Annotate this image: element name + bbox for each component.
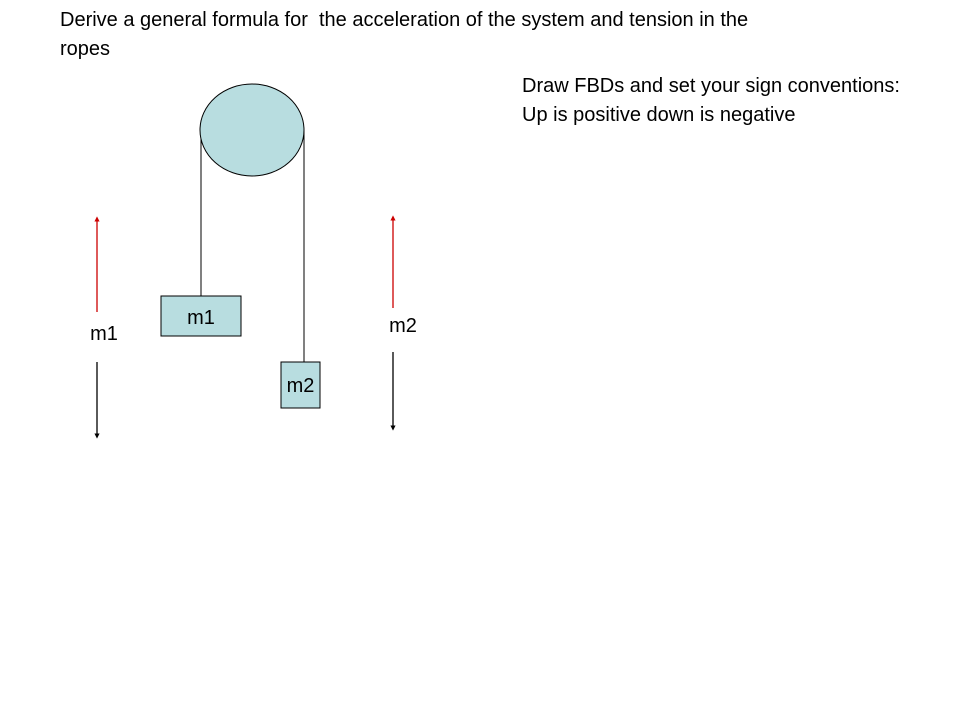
block-m2	[280, 361, 321, 409]
pulley-wheel	[199, 83, 305, 177]
fbd-m2-label: m2	[389, 315, 417, 337]
block-m1-label: m1	[187, 307, 215, 329]
instructions-text: Draw FBDs and set your sign conventions:…	[522, 75, 900, 126]
slide-title: Derive a general formula for the acceler…	[60, 9, 754, 60]
block-m2-label: m2	[287, 375, 315, 397]
fbd-m1-label: m1	[90, 323, 118, 345]
block-m1	[160, 295, 242, 337]
